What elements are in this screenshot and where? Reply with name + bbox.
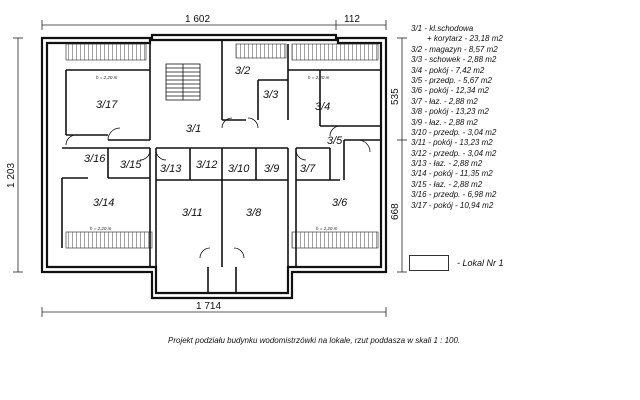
legend-item: 3/5 - przedp. - 5,67 m2 (411, 75, 492, 85)
legend-item: 3/12 - przedp. - 3,04 m2 (411, 148, 497, 158)
legend-item: 3/14 - pokój - 11,35 m2 (411, 169, 493, 179)
legend-item: 3/9 - łaz. - 2,88 m2 (411, 117, 478, 127)
legend-item: 3/17 - pokój - 10,94 m2 (411, 200, 494, 210)
legend-item: 3/13 - łaz. - 2,88 m2 (411, 159, 483, 169)
room-3-10: 3/10 (228, 163, 250, 175)
room-3-5: 3/5 (327, 135, 343, 147)
ceiling-height-note: h = 2,20 m (96, 75, 118, 80)
room-3-13: 3/13 (160, 163, 182, 175)
dim-left-height: 1 203 (6, 163, 17, 188)
dim-top-right: 112 (344, 14, 360, 25)
ceiling-height-note: h = 2,20 m (308, 75, 330, 80)
staircase (165, 63, 201, 101)
legend-item: 3/6 - pokój - 12,34 m2 (411, 86, 489, 96)
drawing-caption: Projekt podziału budynku wodomistrzówki … (168, 336, 461, 345)
dimension-lines (13, 20, 407, 317)
roof-slope-hatching (65, 43, 379, 249)
unit-key-swatch (409, 255, 449, 271)
legend-item: 3/1 - kl.schodowa (411, 24, 474, 33)
dim-bottom-width: 1 714 (196, 301, 221, 312)
room-3-15: 3/15 (120, 159, 142, 171)
room-3-12: 3/12 (196, 159, 217, 171)
room-3-4: 3/4 (315, 101, 330, 113)
room-3-3: 3/3 (263, 89, 279, 101)
interior-walls (61, 40, 380, 293)
room-3-6: 3/6 (332, 197, 348, 209)
room-3-9: 3/9 (264, 163, 279, 175)
room-area-legend: 3/1 - kl.schodowa + korytarz - 23,18 m2 … (411, 24, 521, 211)
room-3-17: 3/17 (96, 99, 118, 111)
dim-top-width: 1 602 (185, 14, 210, 25)
legend-item: 3/3 - schowek - 2,88 m2 (411, 55, 497, 65)
legend-item: 3/4 - pokój - 7,42 m2 (411, 65, 485, 75)
legend-item: + korytarz - 23,18 m2 (427, 34, 503, 44)
legend-item: 3/16 - przedp. - 6,98 m2 (411, 190, 497, 200)
legend-item: 3/7 - łaz. - 2,88 m2 (411, 96, 478, 106)
unit-key-label: - Lokal Nr 1 (457, 258, 504, 268)
legend-item: 3/15 - łaz. - 2,88 m2 (411, 179, 483, 189)
ceiling-height-note: h = 2,20 m (316, 226, 338, 231)
door-swings (65, 117, 371, 259)
legend-item: 3/10 - przedp. - 3,04 m2 (411, 127, 497, 137)
ceiling-height-note: h = 2,20 m (90, 226, 112, 231)
dim-right-lower: 668 (390, 203, 401, 220)
room-3-16: 3/16 (84, 153, 106, 165)
dim-right-upper: 535 (390, 88, 401, 105)
legend-item: 3/2 - magazyn - 8,57 m2 (411, 44, 498, 54)
legend-item: 3/11 - pokój - 13,23 m2 (411, 138, 493, 148)
room-3-8: 3/8 (246, 207, 262, 219)
legend-item: 3/8 - pokój - 13,23 m2 (411, 107, 489, 117)
room-3-1: 3/1 (186, 123, 201, 135)
room-3-7: 3/7 (300, 163, 316, 175)
unit-key: - Lokal Nr 1 (409, 255, 504, 271)
room-3-14: 3/14 (93, 197, 114, 209)
room-3-11: 3/11 (182, 207, 203, 219)
room-3-2: 3/2 (235, 65, 250, 77)
